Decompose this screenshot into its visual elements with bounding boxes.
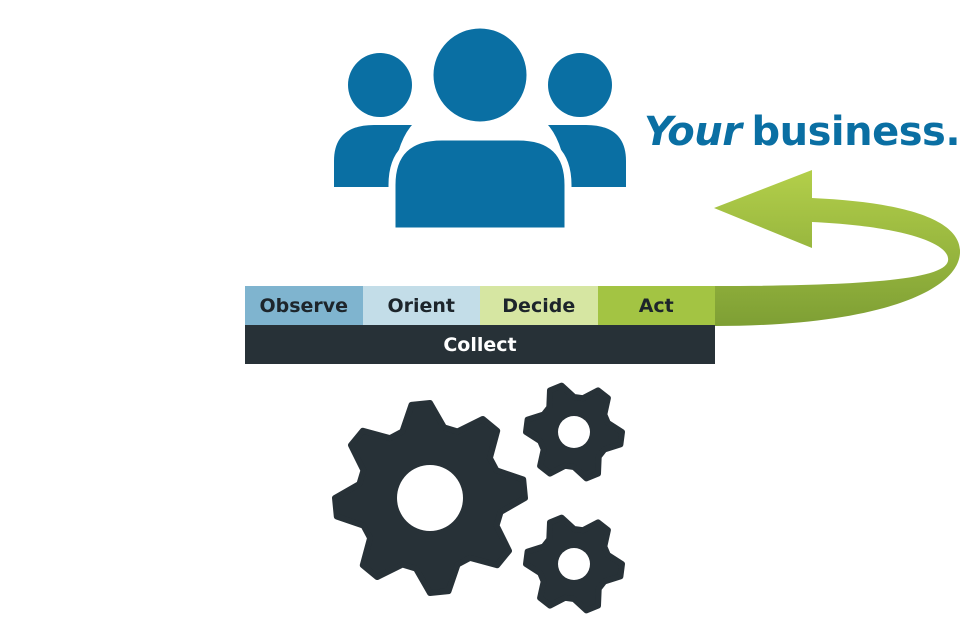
headline-emphasis: Your	[644, 109, 742, 155]
right-person-head	[548, 53, 612, 117]
stage-decide-label: Decide	[502, 294, 576, 317]
stage-decide: Decide	[480, 286, 598, 325]
collect-bar: Collect	[245, 325, 715, 364]
collect-label: Collect	[443, 333, 517, 356]
stage-observe-label: Observe	[259, 294, 349, 317]
headline-rest: business.	[751, 109, 960, 155]
stage-act-label: Act	[638, 294, 674, 317]
large-gear	[332, 400, 528, 596]
small-gear-bottom	[523, 514, 625, 614]
stage-observe: Observe	[245, 286, 363, 325]
curved-arrow-icon	[714, 170, 960, 326]
stage-orient-label: Orient	[387, 294, 456, 317]
ooda-loop-bar: Observe Orient Decide Act	[245, 286, 715, 325]
gears-icon	[332, 382, 625, 614]
people-group-icon	[334, 25, 626, 231]
center-person-head	[426, 25, 534, 129]
center-person-body	[388, 133, 572, 231]
stage-orient: Orient	[362, 286, 480, 325]
stage-act: Act	[597, 286, 715, 325]
left-person-head	[348, 53, 412, 117]
small-gear-top	[523, 382, 625, 482]
